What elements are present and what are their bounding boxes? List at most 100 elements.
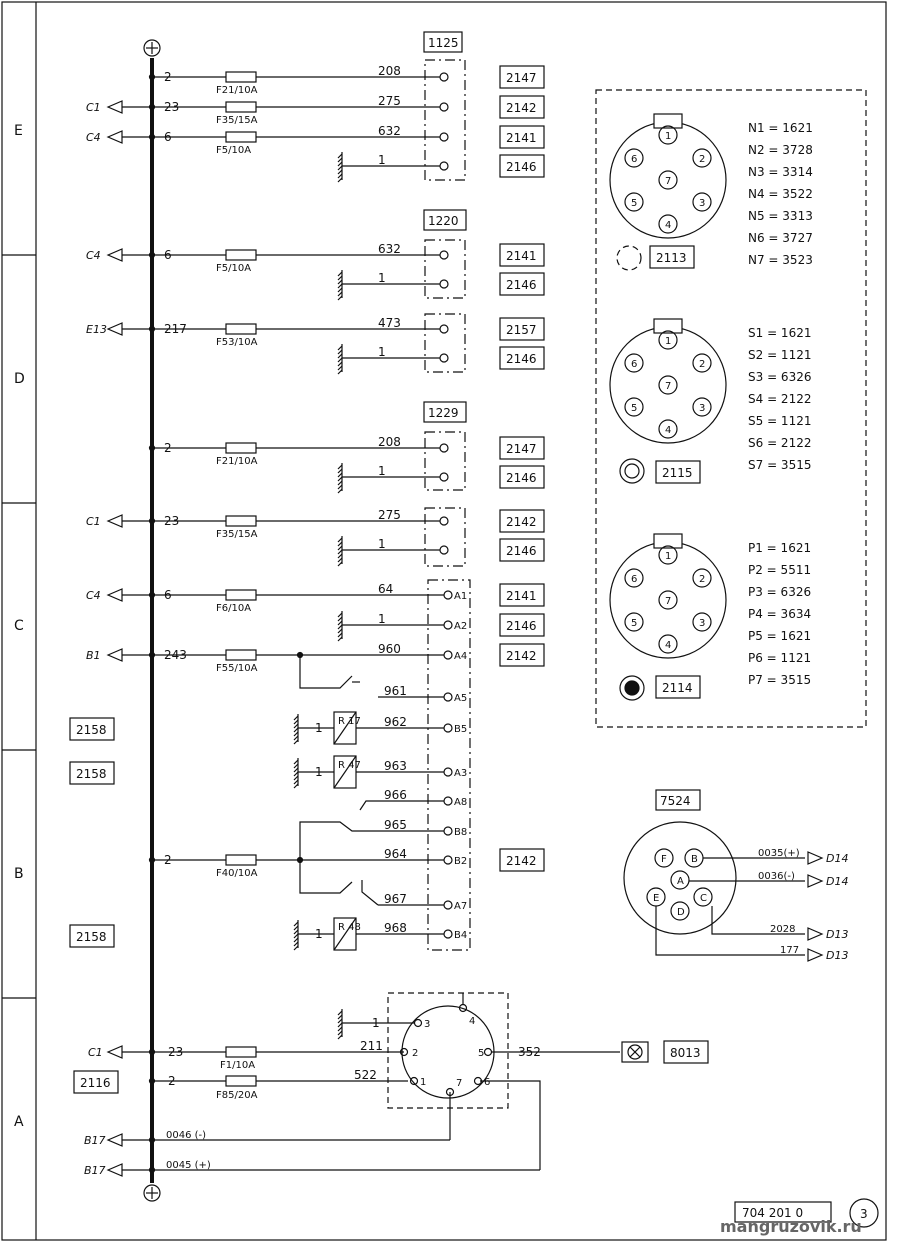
plug-7524-label: 7524 (660, 794, 691, 808)
plug-output-wire-number: 2028 (770, 924, 795, 935)
row-output-number: 208 (378, 435, 401, 449)
socket-pin (624, 612, 644, 632)
ground-hatch (337, 161, 343, 167)
reference-box (499, 465, 545, 489)
reference-box (499, 272, 545, 296)
row-output-number: 208 (378, 64, 401, 78)
connector-pin-label: A1 (454, 591, 467, 602)
side-reference-box (69, 761, 115, 785)
connector-1229-tag (423, 401, 467, 423)
ground-hatch (337, 480, 343, 486)
ground-hatch (337, 1022, 343, 1028)
ground-hatch (337, 468, 343, 474)
bus-bottom-terminal (143, 1184, 161, 1202)
ground-hatch (337, 464, 343, 470)
lamp-reference-box (663, 1040, 709, 1064)
section-a-connector-frame (387, 992, 509, 1109)
row-output-number: 473 (378, 316, 401, 330)
row-output-number: 1 (378, 271, 386, 285)
ground-hatch (337, 553, 343, 559)
connector-pin (443, 767, 453, 777)
ground-hatch (293, 921, 299, 927)
reference-box (499, 436, 545, 460)
connector-pin (439, 472, 449, 482)
reference-number: 2141 (506, 131, 537, 145)
fuse-label: F5/10A (216, 263, 251, 274)
ground-hatch (293, 945, 299, 951)
destination-arrow (106, 1163, 123, 1177)
ground-hatch (337, 291, 343, 297)
ground-hatch (293, 719, 299, 725)
reference-box (499, 317, 545, 341)
relay-diagonal (333, 917, 357, 951)
socket-icon (624, 680, 640, 696)
plug-7524-body (623, 821, 737, 935)
socket-icon (619, 675, 645, 701)
switch-contact (299, 860, 353, 894)
plug-output-destination: D13 (826, 949, 848, 962)
socket-panel (595, 89, 867, 728)
page-number-circle (849, 1198, 879, 1228)
ground-hatch (337, 157, 343, 163)
ground-hatch (337, 1030, 343, 1036)
socket-pin-number: 3 (699, 198, 705, 209)
fuse-symbol (225, 249, 257, 261)
destination-arrow (807, 927, 824, 941)
destination-label: C4 (86, 589, 101, 602)
reference-number: 2141 (506, 589, 537, 603)
socket-legend-entry: S2 = 1121 (748, 348, 811, 362)
side-reference-box (69, 924, 115, 948)
fuse-label: F35/15A (216, 529, 258, 540)
socket-pin-number: 7 (665, 381, 671, 392)
connector-2157-body (424, 313, 466, 373)
plug-output-wire (655, 906, 805, 956)
destination-arrow (807, 948, 824, 962)
round-connector-pin (413, 1018, 423, 1028)
fuse-label: F6/10A (216, 603, 251, 614)
socket-key (653, 318, 683, 334)
ground-hatch (337, 353, 343, 359)
socket-legend-entry: N6 = 3727 (748, 231, 813, 245)
section-a-wire-number: 0045 (+) (166, 1160, 211, 1171)
socket-legend-entry: S5 = 1121 (748, 414, 811, 428)
connector-pin (439, 250, 449, 260)
connector-pin (439, 353, 449, 363)
row-output-number: 275 (378, 94, 401, 108)
fuse-label: F40/10A (216, 868, 258, 879)
round-connector-pin (399, 1047, 409, 1057)
socket-pin-number: 4 (665, 425, 671, 436)
socket-legend-entry: P5 = 1621 (748, 629, 811, 643)
connector-pin (443, 650, 453, 660)
socket-pin-number: 5 (631, 618, 637, 629)
plug-pin (693, 887, 713, 907)
plug-pin-label: D (677, 907, 685, 918)
socket-pin-number: 4 (665, 220, 671, 231)
fuse-symbol (225, 589, 257, 601)
destination-label: B1 (86, 649, 101, 662)
connector-1220-body (424, 239, 466, 299)
reference-number: 2141 (506, 249, 537, 263)
socket-legend-entry: P3 = 6326 (748, 585, 811, 599)
fuse-label: F1/10A (220, 1060, 255, 1071)
socket-pin-number: 6 (631, 154, 637, 165)
reference-box (499, 65, 545, 89)
connector-pin (443, 590, 453, 600)
row-output-number: 275 (378, 508, 401, 522)
zone-label-e: E (14, 123, 23, 139)
socket-pin (692, 148, 712, 168)
socket-pin-number: 3 (699, 618, 705, 629)
connector-pin (439, 279, 449, 289)
socket-pin (692, 192, 712, 212)
destination-arrow (807, 851, 824, 865)
row-wire-number: 6 (164, 588, 172, 602)
reference-box (499, 583, 545, 607)
reference-box (499, 538, 545, 562)
reference-box (499, 154, 545, 178)
destination-label: C4 (86, 131, 101, 144)
relay-diagonal (333, 755, 357, 789)
ground-hatch (337, 488, 343, 494)
ground-hatch (337, 636, 343, 642)
socket-pin-number: 2 (699, 574, 705, 585)
